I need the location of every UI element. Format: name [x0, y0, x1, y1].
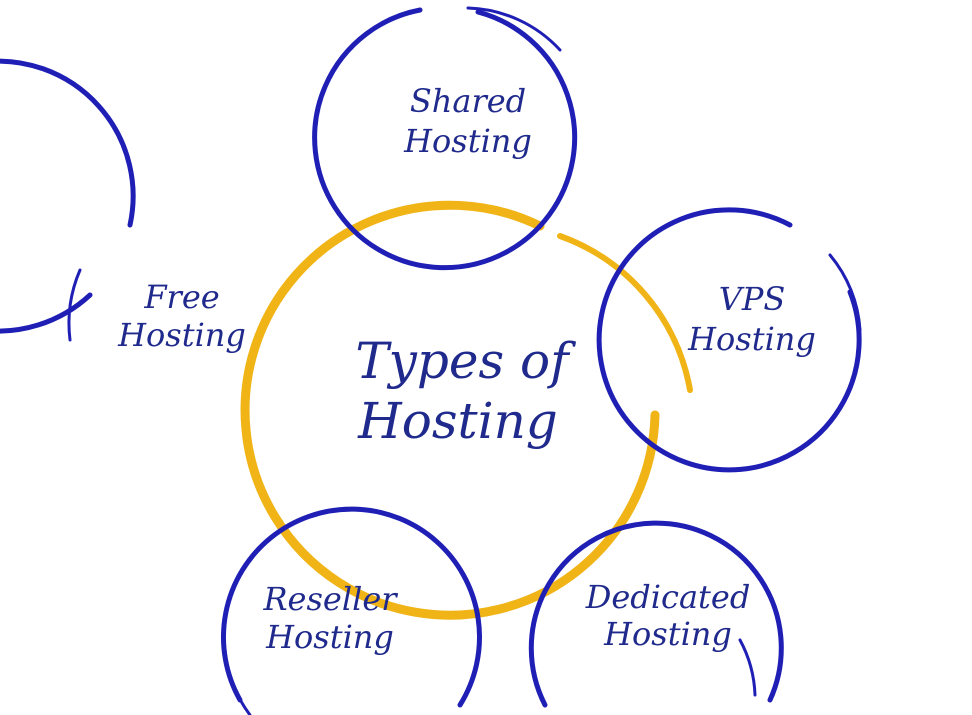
- shared-hosting-label-line1: Shared: [410, 82, 526, 120]
- center-ring-stroke: [240, 200, 660, 620]
- dedicated-hosting-ring: [528, 520, 784, 708]
- shared-hosting-node: Shared Hosting: [312, 6, 578, 271]
- dedicated-hosting-ring-tail: [738, 638, 757, 697]
- reseller-hosting-ring-tail: [223, 648, 252, 715]
- free-hosting-label-line2: Hosting: [117, 316, 246, 354]
- free-hosting-label-line1: Free: [143, 278, 219, 316]
- vps-hosting-label-line1: VPS: [719, 280, 786, 318]
- reseller-hosting-ring: [220, 506, 482, 708]
- center-label: Types of Hosting: [355, 332, 576, 450]
- center-title-line1: Types of: [355, 332, 576, 390]
- center-title-line2: Hosting: [357, 392, 558, 450]
- reseller-hosting-label-line1: Reseller: [262, 580, 398, 618]
- free-hosting-ring: [0, 58, 136, 334]
- shared-hosting-label-line2: Hosting: [403, 122, 532, 160]
- vps-hosting-label-line2: Hosting: [687, 320, 816, 358]
- center-ring-overlap-stroke: [557, 233, 693, 393]
- dedicated-hosting-label-line1: Dedicated: [585, 578, 751, 616]
- reseller-hosting-node: Reseller Hosting: [220, 506, 482, 715]
- shared-hosting-ring-tail: [466, 6, 562, 52]
- vps-hosting-node: VPS Hosting: [596, 207, 862, 473]
- reseller-hosting-label-line2: Hosting: [265, 618, 394, 656]
- vps-hosting-ring: [596, 207, 862, 473]
- shared-hosting-ring: [312, 7, 578, 271]
- dedicated-hosting-label-line2: Hosting: [603, 615, 732, 653]
- free-hosting-node: Free Hosting: [0, 58, 246, 354]
- center-ring: [240, 200, 693, 620]
- vps-hosting-ring-tail: [828, 253, 862, 332]
- free-hosting-ring-tail: [67, 268, 82, 342]
- dedicated-hosting-node: Dedicated Hosting: [528, 520, 784, 708]
